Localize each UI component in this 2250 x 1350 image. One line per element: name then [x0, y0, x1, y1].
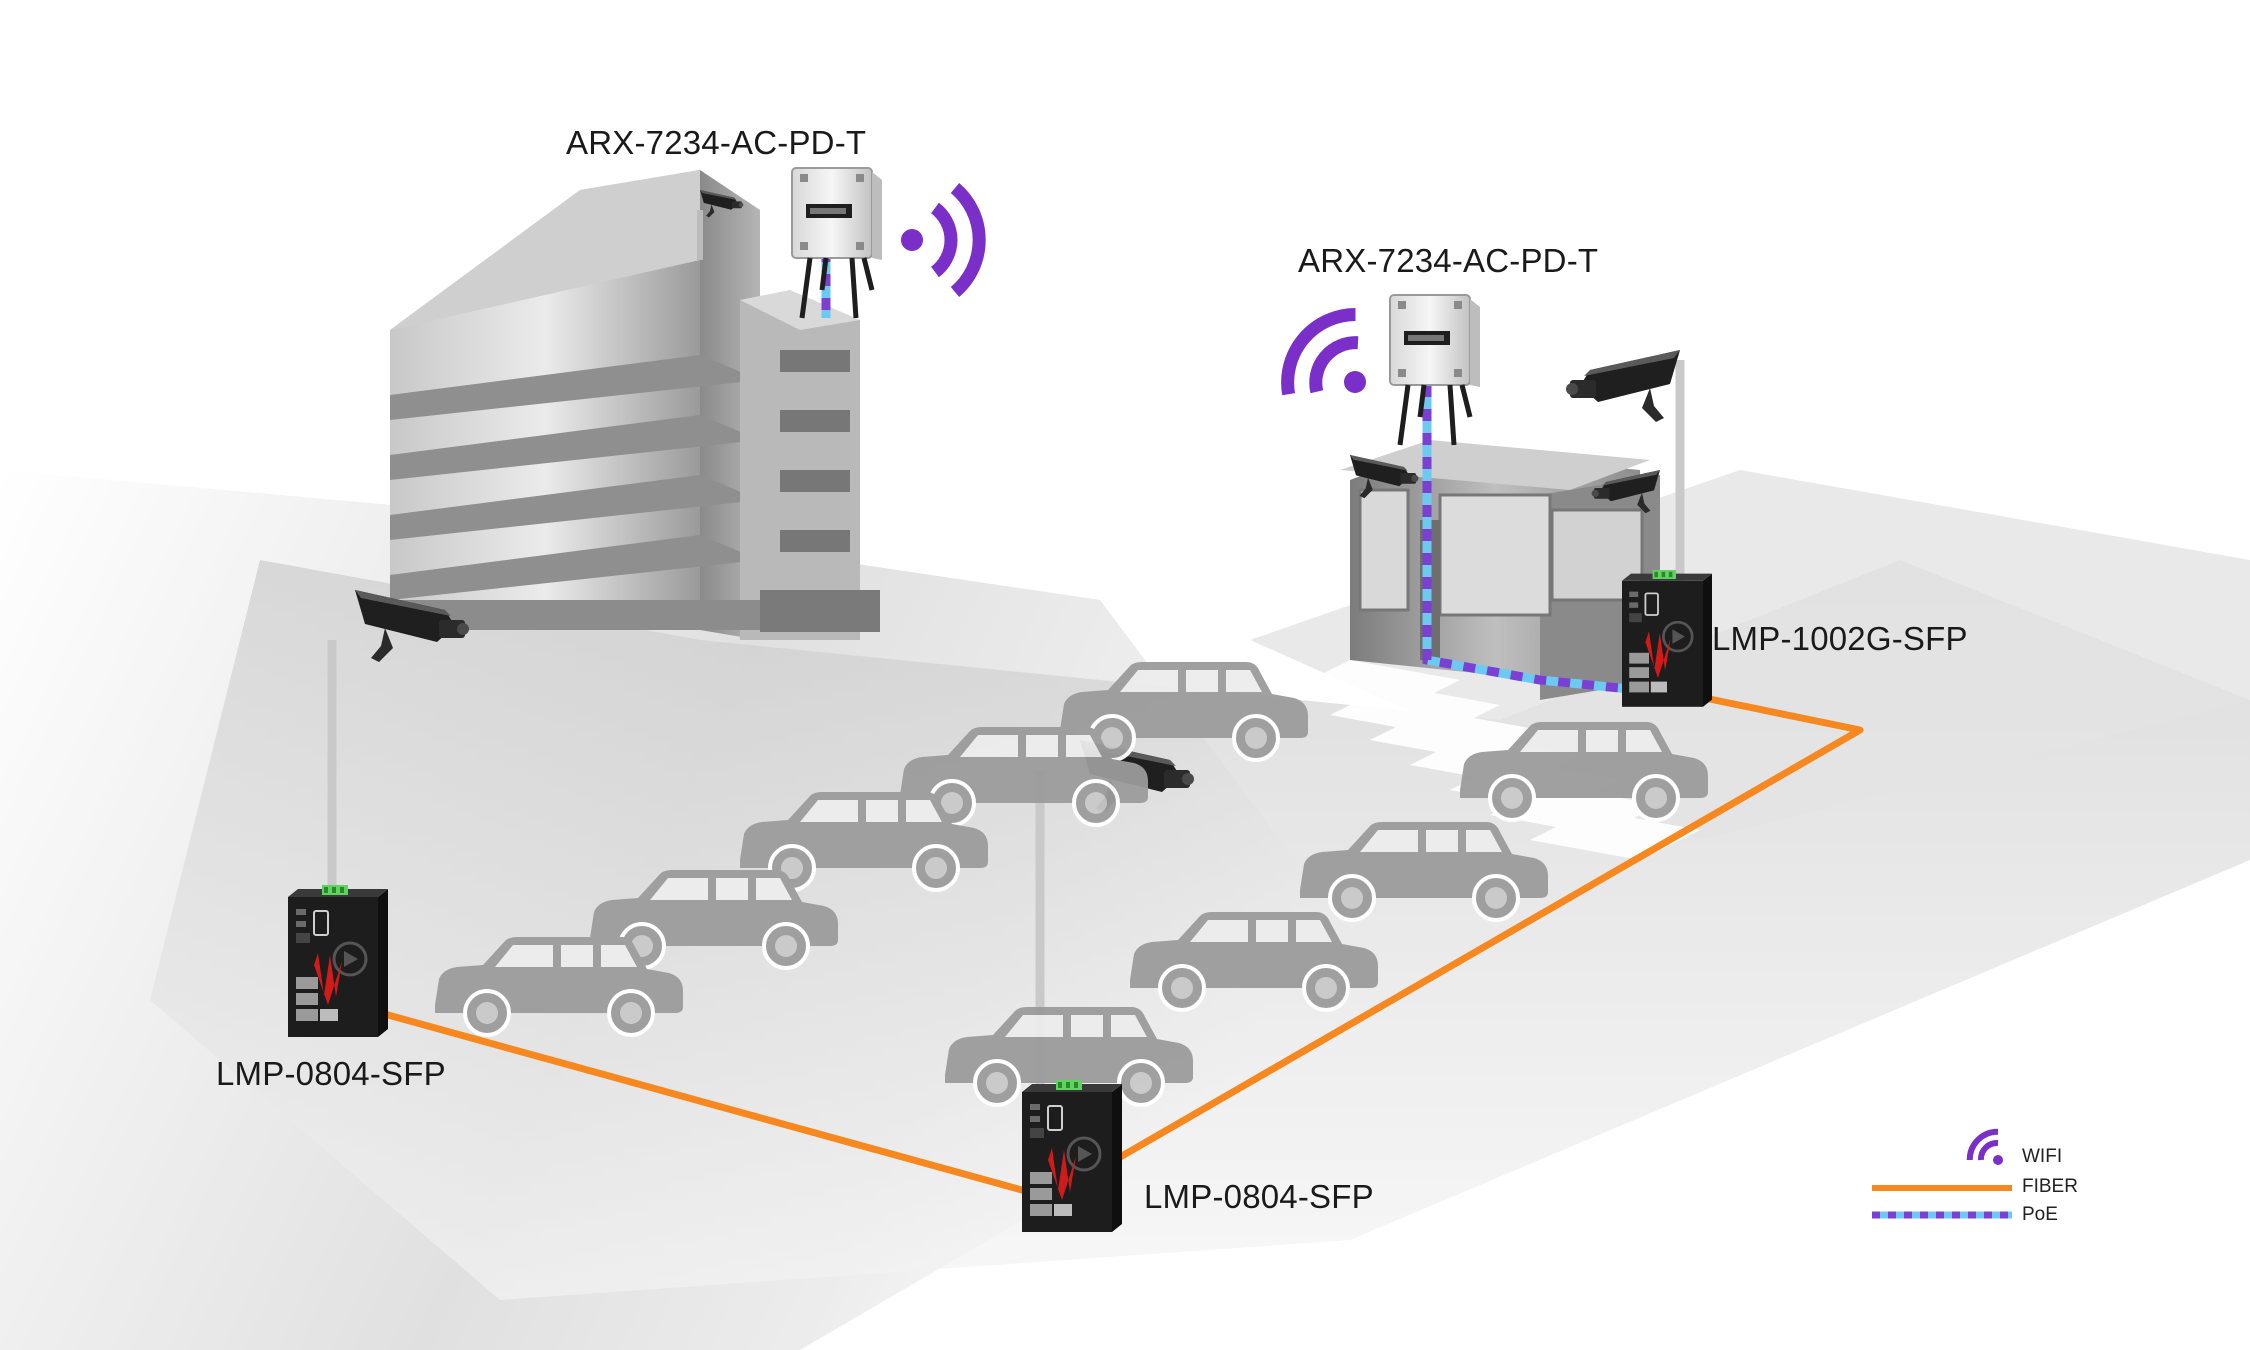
access-point-icon [792, 168, 1480, 445]
office-building-icon [390, 170, 880, 640]
switch-gate-label: LMP-1002G-SFP [1712, 620, 1968, 657]
ap-right-label: ARX-7234-AC-PD-T [1298, 242, 1599, 279]
legend [1872, 1128, 2012, 1219]
switch-center-label: LMP-0804-SFP [1144, 1178, 1374, 1215]
legend-poe-label: PoE [2022, 1204, 2058, 1225]
ap-left-label: ARX-7234-AC-PD-T [566, 124, 867, 161]
legend-fiber-label: FIBER [2022, 1176, 2078, 1197]
legend-wifi-icon [1966, 1128, 2003, 1165]
legend-wifi-label: WIFI [2022, 1146, 2063, 1167]
wifi-icon [901, 183, 1366, 396]
switch-left-label: LMP-0804-SFP [216, 1055, 446, 1092]
